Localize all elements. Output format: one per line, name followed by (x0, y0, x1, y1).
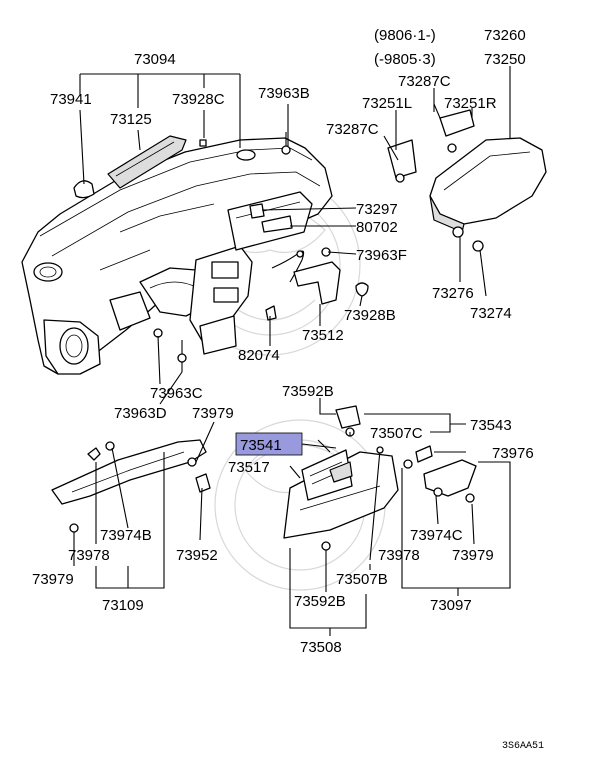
label-73251L: 73251L (362, 95, 412, 112)
label-73508: 73508 (300, 639, 342, 656)
label-73297: 73297 (356, 201, 398, 218)
label-73979-left: 73979 (32, 571, 74, 588)
label-73974B: 73974B (100, 527, 152, 544)
label-73976: 73976 (492, 445, 534, 462)
label-73978-left: 73978 (68, 547, 110, 564)
label-73517: 73517 (228, 459, 270, 476)
part-73250-airbag (429, 137, 547, 233)
label-73592B-bottom: 73592B (294, 593, 346, 610)
diagram-code: 3S6AA51 (502, 741, 544, 752)
label-73963C: 73963C (150, 385, 203, 402)
part-73507B-rod (369, 446, 384, 561)
label-73952: 73952 (176, 547, 218, 564)
label-73276: 73276 (432, 285, 474, 302)
leader-lines (73, 66, 511, 636)
label-82074: 82074 (238, 347, 280, 364)
part-73941-cap (73, 180, 95, 199)
part-73543-hinge (335, 405, 361, 437)
label-73963D: 73963D (114, 405, 167, 422)
label-73260-range: (9806·1-) (374, 27, 436, 44)
label-73260: 73260 (484, 27, 526, 44)
label-73274: 73274 (470, 305, 512, 322)
label-73941: 73941 (50, 91, 92, 108)
part-73097-side-panel (321, 445, 477, 551)
label-73978-right: 73978 (378, 547, 420, 564)
label-73251R: 73251R (444, 95, 497, 112)
label-73507C: 73507C (370, 425, 423, 442)
label-73963B: 73963B (258, 85, 310, 102)
label-73250-range: (-9805·3) (374, 51, 436, 68)
label-73250: 73250 (484, 51, 526, 68)
label-80702: 80702 (356, 219, 398, 236)
label-73543: 73543 (470, 417, 512, 434)
label-73974C: 73974C (410, 527, 463, 544)
label-73287C-left: 73287C (326, 121, 379, 138)
label-73109: 73109 (102, 597, 144, 614)
part-82074-harness (265, 250, 305, 321)
label-73963F: 73963F (356, 247, 407, 264)
label-73125: 73125 (110, 111, 152, 128)
label-73928B: 73928B (344, 307, 396, 324)
part-73109-lower-panel (51, 439, 211, 533)
label-73592B-top: 73592B (282, 383, 334, 400)
part-73125-bracket (107, 135, 187, 189)
label-73097: 73097 (430, 597, 472, 614)
label-73928C: 73928C (172, 91, 225, 108)
label-73979-mid: 73979 (192, 405, 234, 422)
label-73979-right: 73979 (452, 547, 494, 564)
part-73508-glove-box (283, 449, 399, 539)
label-73287C-top: 73287C (398, 73, 451, 90)
dashboard-panel (21, 137, 333, 375)
label-73512: 73512 (302, 327, 344, 344)
label-73541: 73541 (240, 437, 282, 454)
label-73094: 73094 (134, 51, 176, 68)
part-73512-bracket (293, 247, 369, 305)
part-73297-80702 (249, 203, 293, 233)
part-labels: 73094 73941 73125 73928C 73963B (9806·1-… (32, 27, 544, 752)
label-73507B: 73507B (336, 571, 388, 588)
part-73251-brackets (387, 109, 484, 252)
